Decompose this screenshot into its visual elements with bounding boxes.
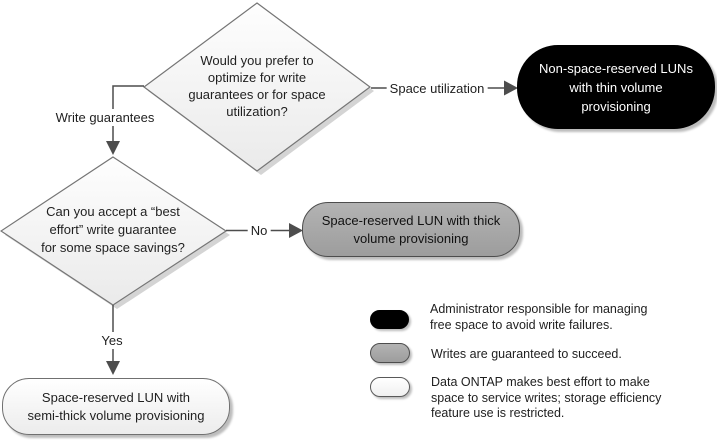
outcome-thin-provisioning-box: Non-space-reserved LUNs with thin volume… <box>517 45 715 129</box>
edge-label-write-guarantees: Write guarantees <box>52 109 158 126</box>
outcome-thick-provisioning-box: Space-reserved LUN with thick volume pro… <box>302 202 520 257</box>
legend-item-white: Data ONTAP makes best effort to make spa… <box>370 375 661 422</box>
legend-swatch-white <box>370 377 410 397</box>
legend-text-gray: Writes are guaranteed to succeed. <box>431 347 622 361</box>
legend-swatch-gray <box>370 343 410 363</box>
legend-item-black: Administrator responsible for managing f… <box>370 302 647 333</box>
decision-1-text: Would you prefer to optimize for write g… <box>188 53 326 119</box>
edge-label-no: No <box>247 222 271 239</box>
arrowhead-down-icon <box>106 141 120 155</box>
arrowhead-down-icon <box>106 361 120 375</box>
arrowhead-right-icon <box>289 223 303 238</box>
decision-2-text: Can you accept a “best effort” write gua… <box>41 204 185 255</box>
legend-text-black: Administrator responsible for managing f… <box>430 302 648 332</box>
outcome-semi-thick-provisioning-box: Space-reserved LUN with semi-thick volum… <box>2 378 230 435</box>
edge-label-space-utilization: Space utilization <box>386 80 488 97</box>
legend-text-white: Data ONTAP makes best effort to make spa… <box>431 375 662 420</box>
decision-1-diamond <box>142 2 372 172</box>
legend-swatch-black <box>370 310 409 329</box>
legend-item-gray: Writes are guaranteed to succeed. <box>370 343 622 363</box>
edge-label-yes: Yes <box>98 332 126 349</box>
arrowhead-right-icon <box>504 80 518 96</box>
